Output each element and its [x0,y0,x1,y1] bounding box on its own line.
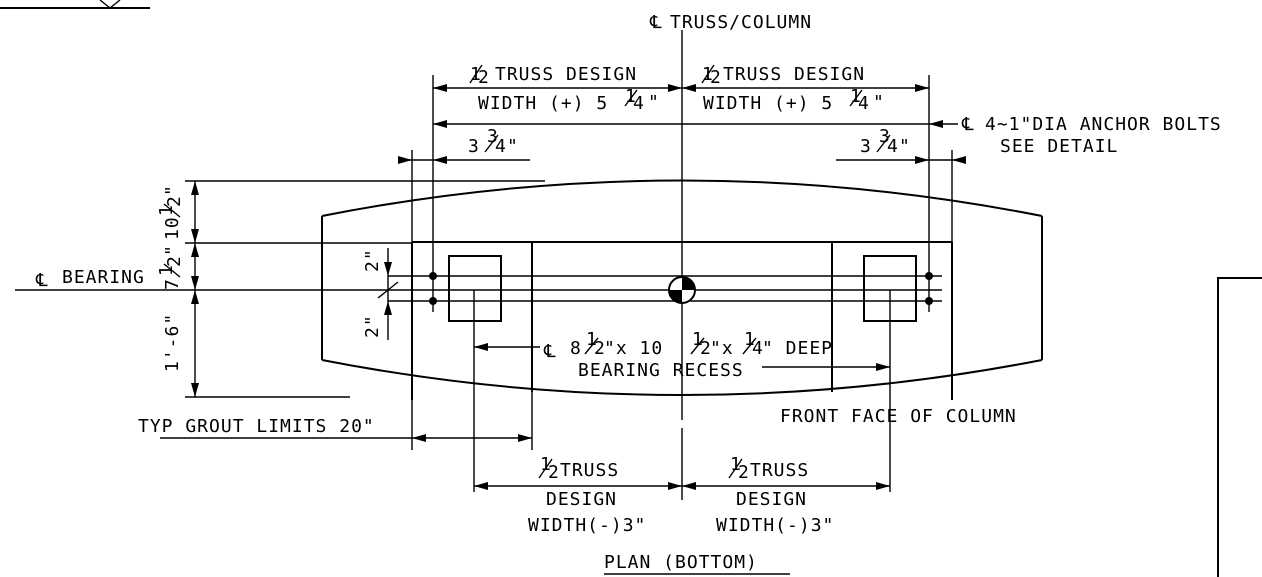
svg-text:1: 1 [730,454,742,475]
svg-text:TRUSS DESIGN: TRUSS DESIGN [495,64,637,85]
svg-text:BEARING: BEARING [62,267,145,288]
svg-text:1: 1 [586,329,598,350]
svg-text:4: 4 [858,93,870,114]
svg-text:WIDTH (+) 5: WIDTH (+) 5 [703,93,833,114]
svg-text:TRUSS DESIGN: TRUSS DESIGN [723,64,865,85]
front-face-label: FRONT FACE OF COLUMN [780,406,1017,427]
svg-text:1: 1 [850,86,862,107]
svg-text:FRONT FACE OF COLUMN: FRONT FACE OF COLUMN [780,406,1017,427]
svg-text:"x 10: "x 10 [604,338,663,359]
dim-3-3-4-left: 3 3 4 " [398,126,530,242]
centerline-bearing-label: ℄ BEARING [35,267,145,291]
svg-text:DESIGN: DESIGN [546,489,617,510]
svg-text:4: 4 [633,93,645,114]
svg-text:1: 1 [156,204,177,216]
svg-text:℄: ℄ [35,270,49,291]
svg-text:PLAN (BOTTOM): PLAN (BOTTOM) [604,552,758,573]
svg-text:BEARING RECESS: BEARING RECESS [578,360,744,381]
svg-text:3: 3 [879,126,891,147]
svg-text:4: 4 [752,338,764,359]
svg-text:3: 3 [487,126,499,147]
center-mark-symbol [668,276,696,304]
svg-text:1'-6": 1'-6" [162,313,183,372]
svg-text:2: 2 [738,462,750,483]
svg-text:SEE DETAIL: SEE DETAIL [1000,136,1118,157]
svg-text:4: 4 [495,136,507,157]
svg-text:7: 7 [162,278,183,290]
svg-text:1: 1 [625,86,637,107]
svg-text:2: 2 [548,462,560,483]
truss-design-width-plus-dimension: 1 2 TRUSS DESIGN 1 2 TRUSS DESIGN WIDTH … [432,64,930,312]
vertical-dimension-stack: 10 1 2 " 7 1 2 " 1'-6" [156,180,545,398]
centerline-truss-column-label: ℄ TRUSS/COLUMN [649,12,812,33]
svg-text:": " [873,92,885,113]
svg-text:2: 2 [478,67,490,88]
svg-text:4: 4 [887,136,899,157]
svg-text:2: 2 [700,338,712,359]
svg-text:3: 3 [860,136,872,157]
bearing-centerlines [15,275,942,302]
svg-text:TRUSS: TRUSS [750,460,809,481]
svg-text:TYP GROUT LIMITS 20": TYP GROUT LIMITS 20" [138,416,375,437]
svg-text:℄: ℄ [649,12,663,33]
svg-text:1: 1 [744,329,756,350]
svg-text:": " [507,136,519,157]
svg-text:" DEEP: " DEEP [762,338,833,359]
truss-design-width-minus-dimension: 1 2 TRUSS DESIGN WIDTH(-)3" 1 2 TRUSS DE… [473,420,890,536]
svg-text:8: 8 [570,338,582,359]
svg-text:10: 10 [162,216,183,240]
svg-text:": " [899,136,911,157]
drawing-title: PLAN (BOTTOM) [604,552,790,575]
svg-text:1: 1 [540,454,552,475]
svg-text:2: 2 [594,338,606,359]
svg-text:2: 2 [164,195,185,207]
svg-text:2": 2" [362,314,383,338]
svg-text:2": 2" [362,248,383,272]
bearing-recess-note: ℄ 8 1 2 "x 10 1 2 "x 1 4 " DEEP BEARING … [473,290,891,492]
svg-text:℄: ℄ [961,114,975,135]
svg-text:": " [162,244,183,256]
svg-text:4~1"DIA ANCHOR BOLTS: 4~1"DIA ANCHOR BOLTS [985,114,1222,135]
svg-text:": " [648,92,660,113]
sheet-border-fragment [1217,277,1262,577]
svg-text:1: 1 [692,329,704,350]
svg-text:3: 3 [468,136,480,157]
svg-text:WIDTH (+) 5: WIDTH (+) 5 [478,93,608,114]
dim-2-inch-pair: 2" 2" [362,248,399,340]
svg-text:WIDTH(-)3": WIDTH(-)3" [528,515,646,536]
anchor-plate-left [448,255,502,322]
dim-3-3-4-right: 3 3 4 " [836,126,966,242]
svg-text:": " [162,184,183,196]
svg-text:WIDTH(-)3": WIDTH(-)3" [716,515,834,536]
svg-text:DESIGN: DESIGN [736,489,807,510]
svg-text:2: 2 [710,67,722,88]
svg-text:TRUSS: TRUSS [560,460,619,481]
svg-text:1: 1 [156,264,177,276]
title-underline-fragment [0,0,150,9]
svg-text:TRUSS/COLUMN: TRUSS/COLUMN [670,12,812,33]
svg-text:2: 2 [164,255,185,267]
grout-limits-dimension: TYP GROUT LIMITS 20" [138,392,533,450]
anchor-bolts-dimension: ℄ 4~1"DIA ANCHOR BOLTS SEE DETAIL [433,114,1222,157]
svg-text:"x: "x [710,338,734,359]
svg-text:℄: ℄ [543,341,557,362]
